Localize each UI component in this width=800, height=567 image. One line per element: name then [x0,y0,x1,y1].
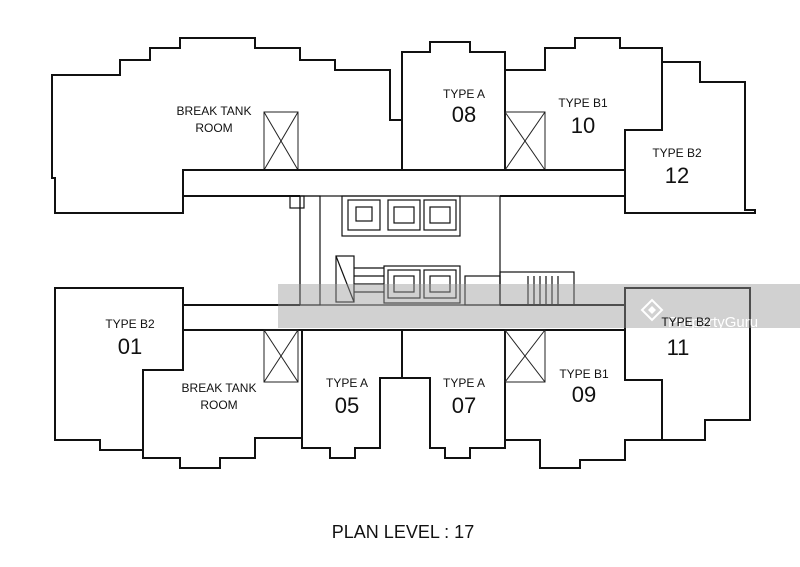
plan-title: PLAN LEVEL : 17 [332,522,474,542]
unit-12-type: TYPE B2 [652,146,702,160]
unit-11-type: TYPE B2 [661,315,711,329]
break-tank-top-line2: ROOM [195,121,232,135]
break-tank-room-top-outline [51,37,403,214]
unit-05-number: 05 [335,393,359,418]
unit-10-number: 10 [571,113,595,138]
unit-12-outline [624,61,756,214]
unit-09-type: TYPE B1 [559,367,609,381]
unit-11-number: 11 [667,335,690,360]
unit-07-type: TYPE A [443,376,485,390]
break-tank-top-line1: BREAK TANK [177,104,252,118]
unit-11-outline [624,287,751,441]
unit-01-type: TYPE B2 [105,317,155,331]
unit-09-number: 09 [572,382,596,407]
watermark-logo-icon [640,298,664,322]
watermark-text: PropertyGuru [668,314,758,331]
break-tank-bottom-line2: ROOM [200,398,237,412]
unit-07-number: 07 [452,393,476,418]
break-tank-room-bottom-outline [142,329,303,469]
core [289,195,501,306]
unit-08-type: TYPE A [443,87,485,101]
watermark-band [278,284,800,328]
unit-10-type: TYPE B1 [558,96,608,110]
right-stair [499,271,575,306]
shaft-bottom-right [504,329,546,383]
unit-08-number: 08 [452,102,476,127]
unit-05-type: TYPE A [326,376,368,390]
unit-12-number: 12 [665,163,689,188]
shaft-bottom-left [263,329,299,383]
break-tank-bottom-line1: BREAK TANK [182,381,257,395]
unit-01-number: 01 [118,334,142,359]
